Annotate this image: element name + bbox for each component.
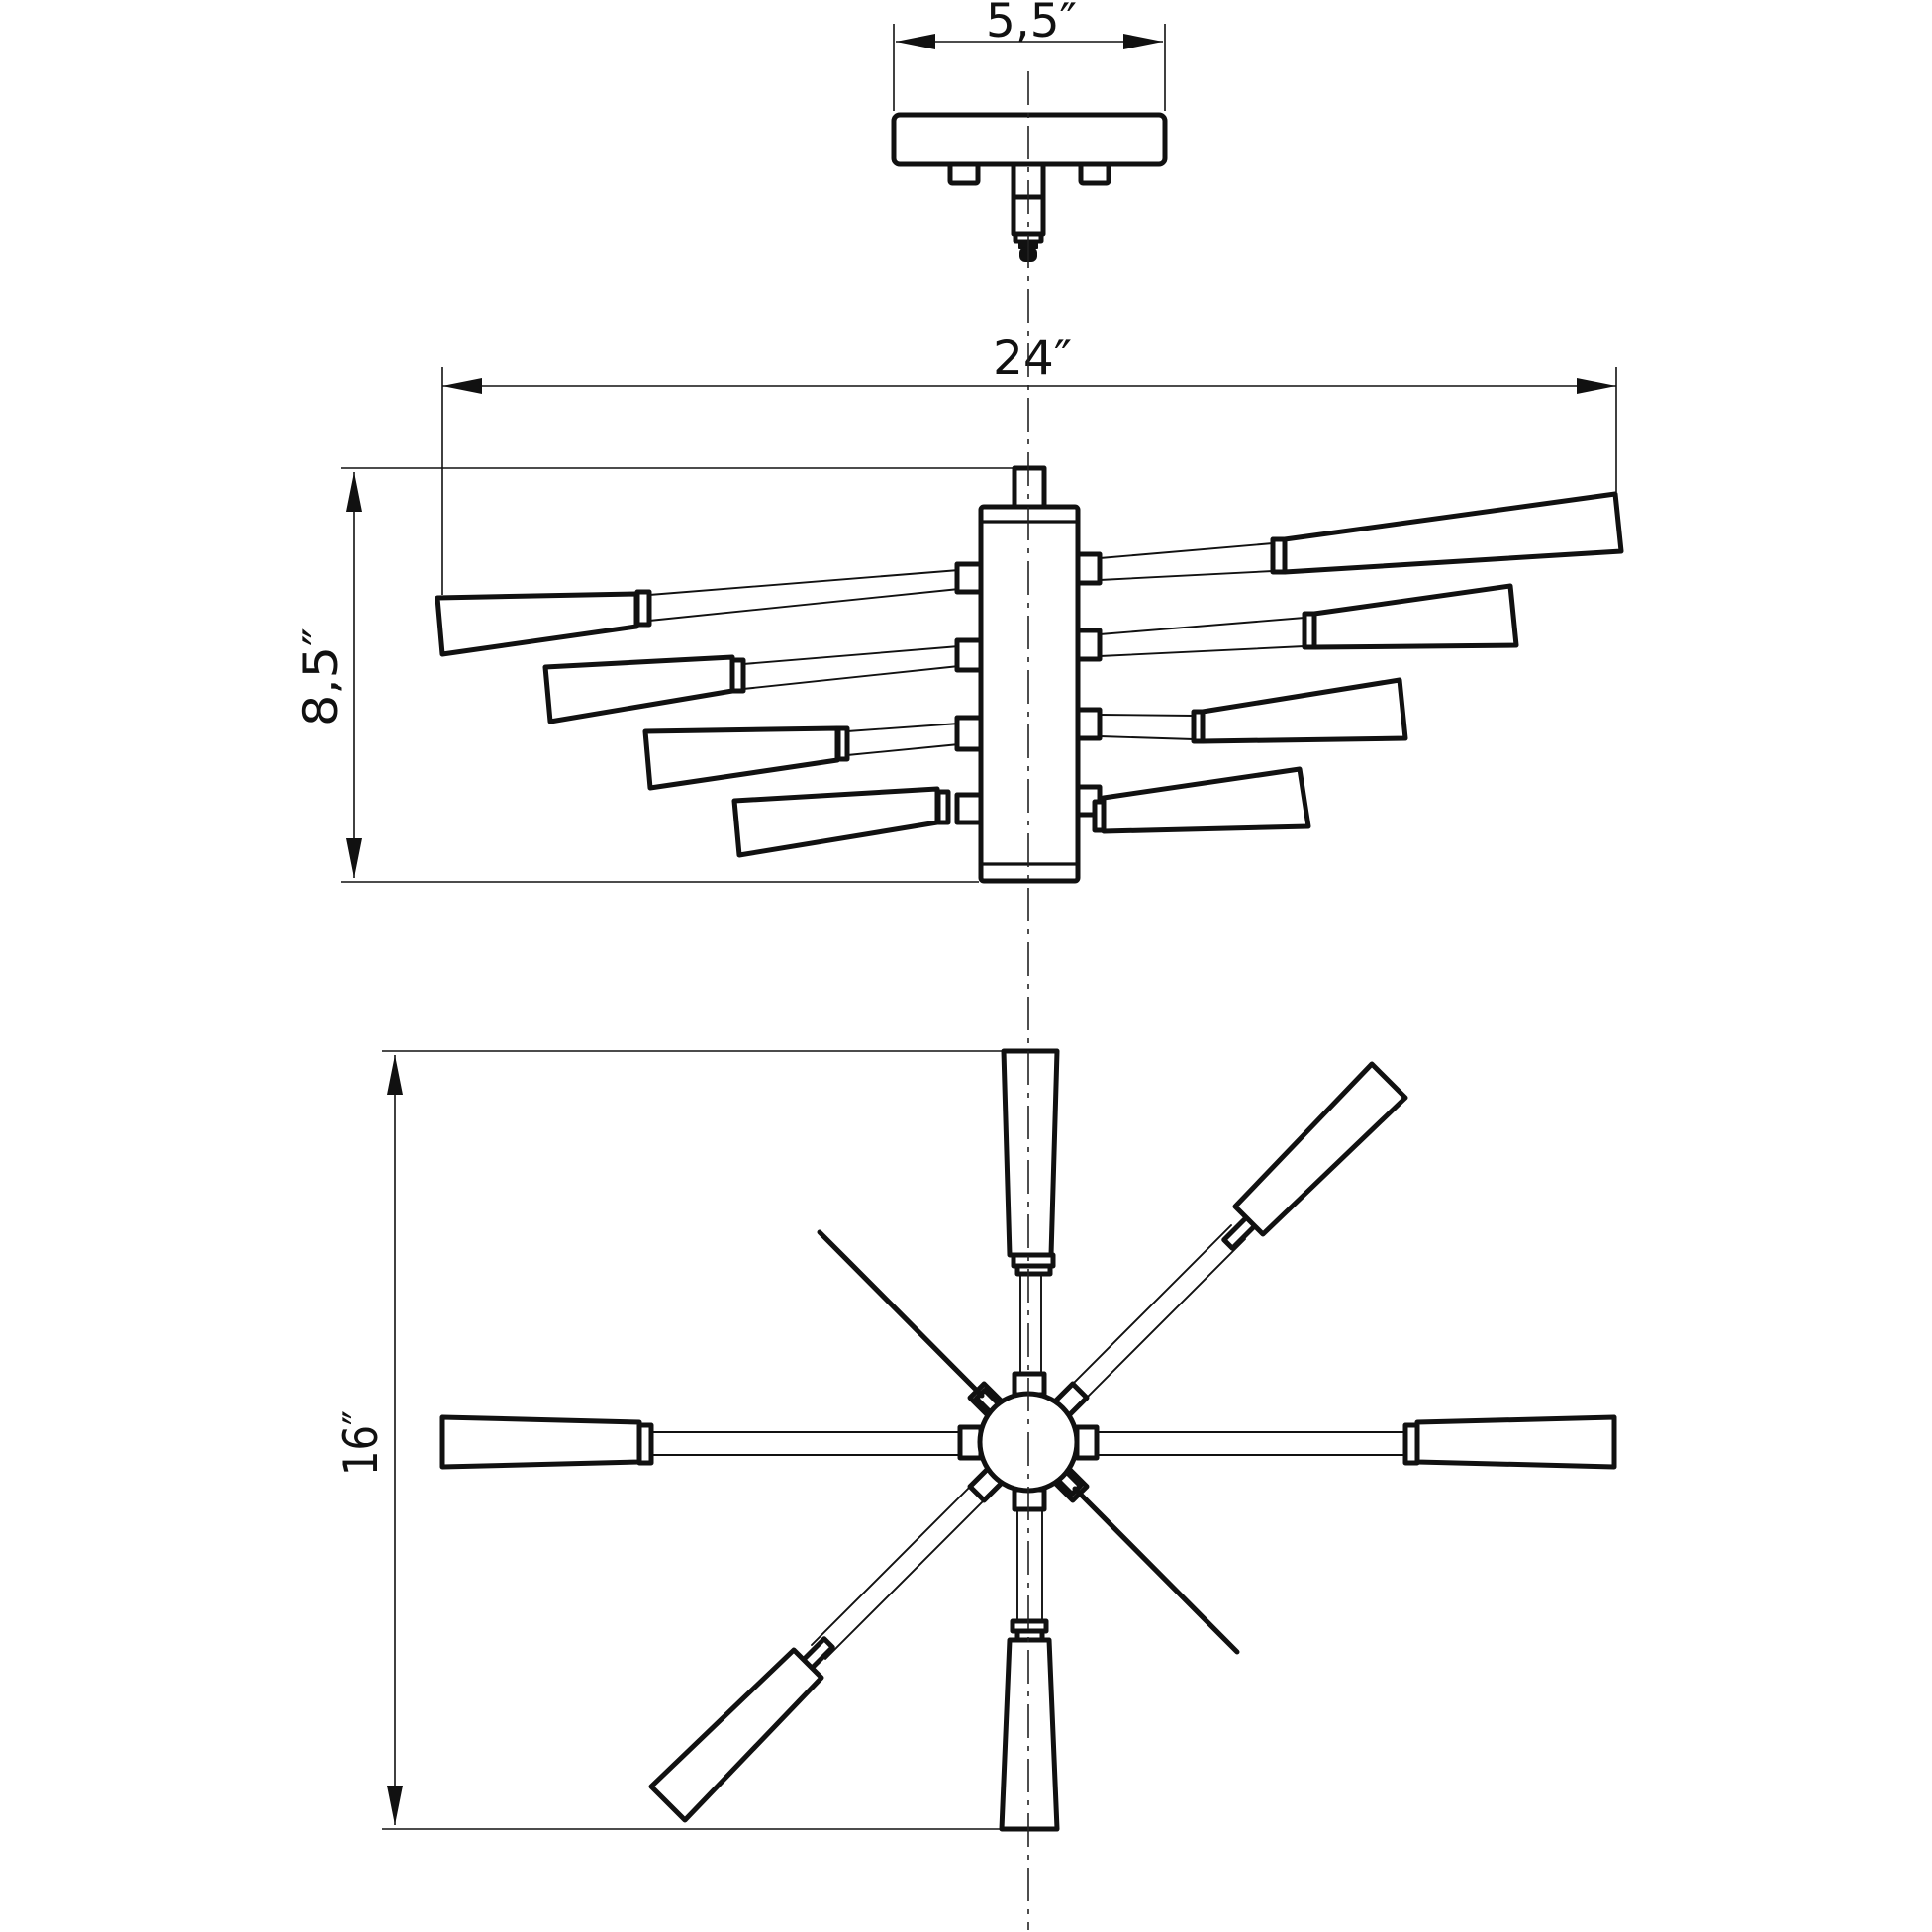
plan-depth-label: 16″ bbox=[335, 1410, 389, 1476]
arrowhead-down bbox=[387, 1786, 403, 1825]
shade-down bbox=[999, 1637, 1060, 1832]
lamp-shades-side-view bbox=[435, 491, 1624, 858]
socket-right bbox=[1074, 1424, 1100, 1461]
shade-left-1 bbox=[435, 591, 639, 657]
fixture-height-dimension: 8,5″ bbox=[294, 467, 1014, 883]
shade-lower-right bbox=[1072, 1486, 1240, 1655]
rod-lower-left bbox=[811, 1480, 991, 1660]
lamp-shades-plan-view bbox=[439, 1048, 1617, 1832]
arrowhead-right bbox=[1123, 34, 1163, 49]
canopy-width-label: 5,5″ bbox=[986, 0, 1077, 48]
shade-right bbox=[1414, 1414, 1617, 1470]
canopy-width-dimension: 5,5″ bbox=[893, 0, 1166, 111]
column-body bbox=[978, 504, 1081, 884]
socket-right-3 bbox=[1075, 707, 1103, 741]
rod-up bbox=[1019, 1272, 1042, 1375]
cap-left-1 bbox=[634, 589, 652, 628]
socket-left-4 bbox=[954, 792, 984, 825]
shade-left-3 bbox=[642, 725, 840, 791]
shade-left bbox=[439, 1414, 642, 1470]
rod-left bbox=[651, 1431, 962, 1456]
rod-right-1 bbox=[1099, 542, 1274, 581]
plan-depth-dimension: 16″ bbox=[335, 1050, 1003, 1830]
shade-lower-left bbox=[648, 1647, 824, 1823]
rod-right-3 bbox=[1099, 714, 1195, 740]
shade-right-2 bbox=[1311, 583, 1519, 650]
rod-left-3 bbox=[846, 723, 960, 756]
shade-left-4 bbox=[731, 786, 940, 858]
shade-upper-right bbox=[1232, 1061, 1408, 1237]
arrowhead-up bbox=[387, 1055, 403, 1095]
rod-down bbox=[1016, 1507, 1043, 1622]
fixture-width-dimension: 24″ bbox=[441, 332, 1617, 595]
arm-rods bbox=[648, 542, 1305, 756]
socket-right-1 bbox=[1075, 551, 1103, 586]
rod-right bbox=[1096, 1431, 1406, 1456]
rod-left-1 bbox=[648, 569, 960, 622]
socket-left-2 bbox=[954, 637, 984, 673]
shade-right-1 bbox=[1282, 491, 1624, 575]
arrowhead-left bbox=[442, 378, 482, 394]
shade-left-2 bbox=[542, 654, 735, 724]
arrowhead-left bbox=[896, 34, 935, 49]
canopy-tab-left bbox=[947, 161, 981, 186]
rod-right-2 bbox=[1099, 617, 1305, 657]
canopy-view: 5,5″ bbox=[891, 0, 1168, 262]
socket-right-2 bbox=[1075, 628, 1103, 662]
rod-left-2 bbox=[742, 645, 960, 690]
shade-up bbox=[1001, 1048, 1060, 1258]
arm-sockets bbox=[954, 551, 1103, 825]
plan-view: 16″ bbox=[335, 1048, 1617, 1832]
cap-up-b bbox=[1014, 1263, 1053, 1277]
rod-upper-right bbox=[1066, 1224, 1246, 1404]
shade-right-4 bbox=[1101, 766, 1311, 834]
socket-left-1 bbox=[954, 561, 984, 595]
side-elevation-view: 24″ 8,5″ bbox=[294, 332, 1624, 884]
fixture-width-label: 24″ bbox=[993, 332, 1072, 386]
canopy-plate bbox=[891, 112, 1168, 167]
plan-arm-rods bbox=[651, 1224, 1406, 1660]
shade-upper-left bbox=[817, 1229, 985, 1399]
arrowhead-down bbox=[346, 838, 362, 878]
shade-right-3 bbox=[1200, 677, 1408, 744]
arrowhead-right bbox=[1577, 378, 1616, 394]
column-stem bbox=[1012, 465, 1047, 510]
arrowhead-up bbox=[346, 472, 362, 512]
canopy-tab-right bbox=[1078, 161, 1111, 186]
fixture-height-label: 8,5″ bbox=[294, 628, 348, 726]
socket-left-3 bbox=[954, 715, 984, 752]
